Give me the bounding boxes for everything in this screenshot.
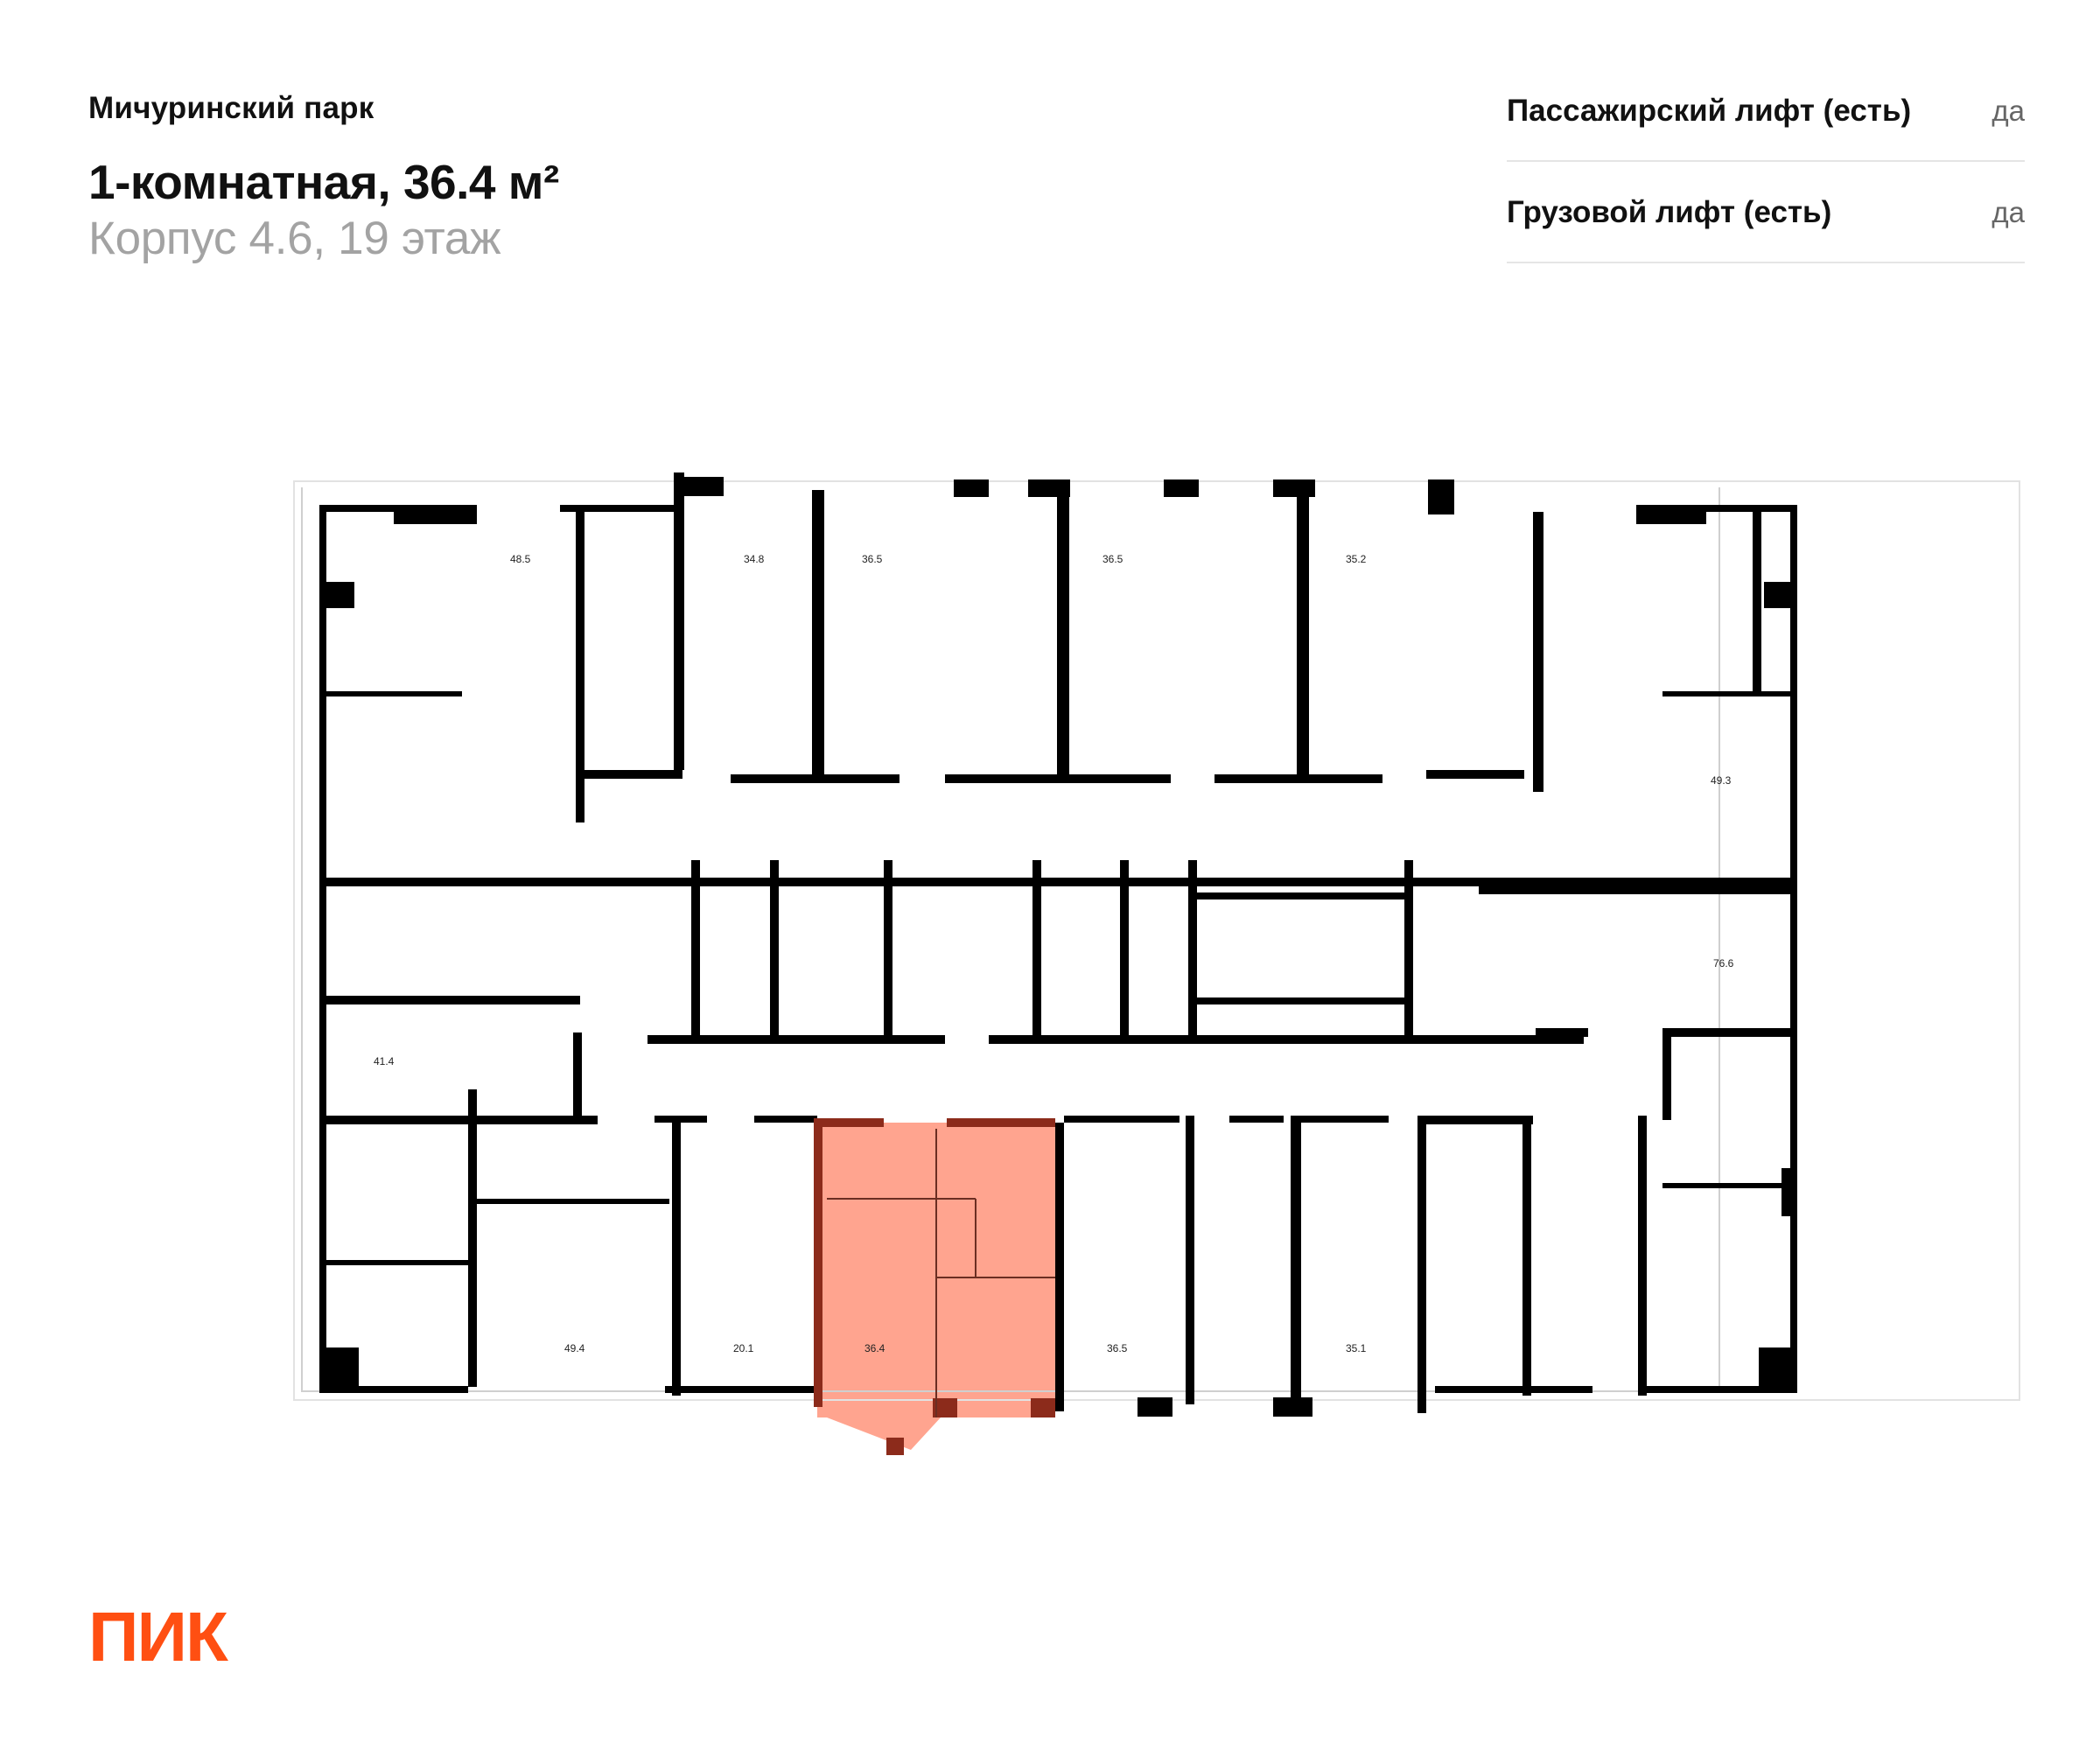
svg-text:ПИК: ПИК <box>88 1606 228 1668</box>
area-label: 35.1 <box>1346 1342 1367 1354</box>
area-label: 49.3 <box>1711 774 1732 787</box>
building-floor: Корпус 4.6, 19 этаж <box>88 213 501 264</box>
project-name: Мичуринский парк <box>88 91 374 125</box>
area-label: 76.6 <box>1713 957 1734 970</box>
area-label: 34.8 <box>744 553 765 565</box>
freight-lift-row: Грузовой лифт (есть) да <box>1507 193 2025 263</box>
highlighted-interior-lines <box>827 1129 1055 1418</box>
area-label: 41.4 <box>374 1055 395 1068</box>
area-label: 48.5 <box>510 553 531 565</box>
freight-lift-label: Грузовой лифт (есть) <box>1507 195 1832 229</box>
area-label: 35.2 <box>1346 553 1367 565</box>
area-label: 36.5 <box>1102 553 1124 565</box>
area-label: 36.4 <box>864 1342 886 1354</box>
freight-lift-value: да <box>1992 196 2025 228</box>
passenger-lift-label: Пассажирский лифт (есть) <box>1507 94 1912 128</box>
area-label: 36.5 <box>1107 1342 1128 1354</box>
area-label: 49.4 <box>564 1342 585 1354</box>
apartment-title: 1-комнатная, 36.4 м² <box>88 155 559 209</box>
pik-logo-icon: ПИК <box>88 1598 230 1676</box>
highlighted-apartment-walls <box>814 1118 1055 1455</box>
brand-logo: ПИК <box>88 1598 272 1676</box>
passenger-lift-row: Пассажирский лифт (есть) да <box>1507 92 2025 162</box>
area-label: 20.1 <box>733 1342 754 1354</box>
walls <box>319 472 1797 1417</box>
area-labels: 48.5 34.8 36.5 36.5 35.2 49.3 76.6 41.4 … <box>374 553 1734 1354</box>
area-label: 36.5 <box>862 553 883 565</box>
passenger-lift-value: да <box>1992 94 2025 127</box>
